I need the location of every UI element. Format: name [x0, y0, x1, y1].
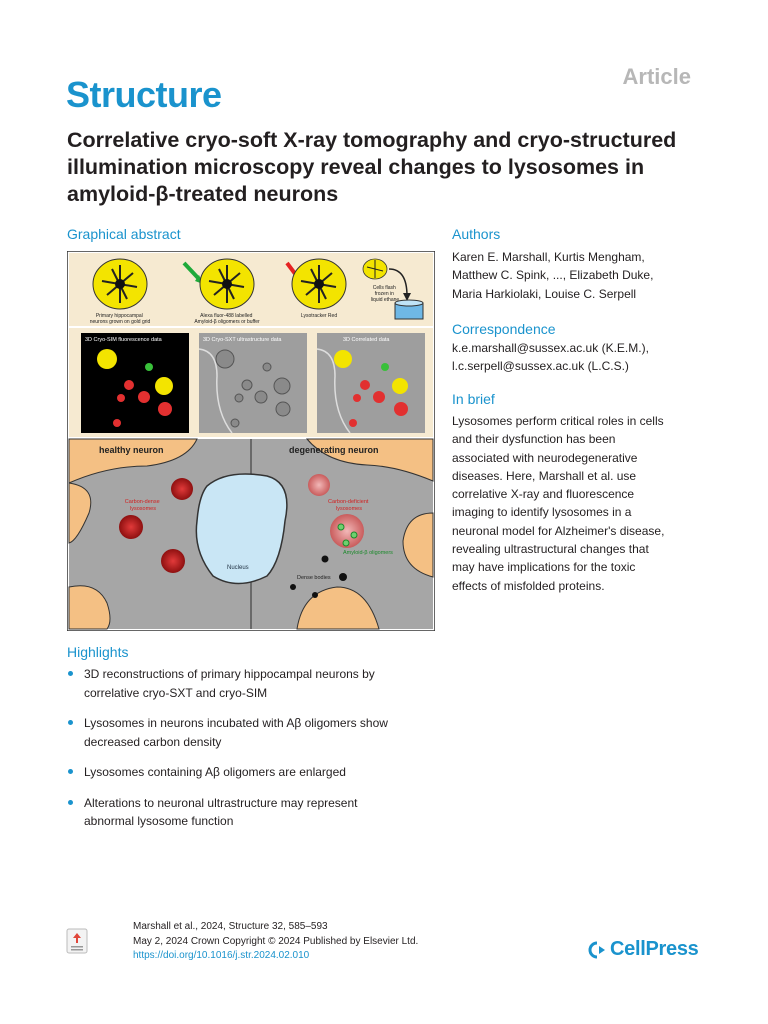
- pale-lysosome: [330, 514, 364, 548]
- healthy-neuron-label: healthy neuron: [99, 445, 164, 455]
- in-brief-text: Lysosomes perform critical roles in cell…: [452, 414, 665, 593]
- step2-label: Alexa fluor-488 labelled Amyloid-β oligo…: [194, 313, 260, 325]
- cellpress-logo-icon: [588, 941, 605, 959]
- flash-freeze-step: [362, 258, 424, 320]
- dense-lysosome: [171, 478, 193, 500]
- dense-bodies-label: Dense bodies: [297, 575, 331, 581]
- graphical-abstract-figure: Primary hippocampal neurons grown on gol…: [67, 251, 435, 631]
- correspondence-emails: k.e.marshall@sussex.ac.uk (K.E.M.), l.c.…: [452, 339, 649, 376]
- graphical-abstract-heading: Graphical abstract: [67, 226, 181, 242]
- highlight-item: 3D reconstructions of primary hippocampa…: [67, 665, 447, 702]
- dense-body: [290, 584, 296, 590]
- cryo-sim-panel: 3D Cryo-SIM fluorescence data: [81, 333, 189, 433]
- copyright-text: May 2, 2024 Crown Copyright © 2024 Publi…: [133, 935, 419, 947]
- highlight-item: Lysosomes in neurons incubated with Aβ o…: [67, 714, 447, 751]
- correlated-panel: 3D Correlated data: [316, 333, 425, 434]
- carbon-dense-label: Carbon-dense lysosomes: [125, 499, 161, 512]
- authors-list: Karen E. Marshall, Kurtis Mengham, Matth…: [452, 250, 654, 301]
- neuron-culture-step3: [291, 258, 347, 310]
- correspondence-heading: Correspondence: [452, 321, 556, 337]
- dense-body: [339, 573, 347, 581]
- neuron-culture-step2: [199, 258, 255, 310]
- dense-body: [312, 592, 318, 598]
- dense-lysosome: [119, 515, 143, 539]
- citation-footer: Marshall et al., 2024, Structure 32, 585…: [133, 920, 418, 964]
- dense-body: [321, 555, 329, 563]
- step1-label: Primary hippocampal neurons grown on gol…: [90, 313, 151, 325]
- highlight-item: Lysosomes containing Aβ oligomers are en…: [67, 763, 447, 782]
- citation-text: Marshall et al., 2024, Structure 32, 585…: [133, 921, 328, 932]
- svg-text:3D Correlated data: 3D Correlated data: [343, 337, 390, 343]
- journal-name: Structure: [66, 74, 222, 115]
- article-type-label: Article: [622, 64, 691, 89]
- degenerating-neuron-label: degenerating neuron: [289, 445, 379, 455]
- authors-heading: Authors: [452, 226, 501, 242]
- highlights-list: 3D reconstructions of primary hippocampa…: [67, 665, 447, 843]
- highlight-item: Alterations to neuronal ultrastructure m…: [67, 794, 447, 831]
- check-for-updates-icon[interactable]: [66, 928, 88, 954]
- step4-label: Cells flash frozen in liquid ethane: [371, 285, 400, 303]
- nucleus-shape: [195, 473, 288, 585]
- email-link[interactable]: l.c.serpell@sussex.ac.uk (L.C.S.): [452, 359, 629, 374]
- svg-text:3D Cryo-SIM fluorescence data: 3D Cryo-SIM fluorescence data: [85, 337, 163, 343]
- carbon-deficient-label: Carbon-deficient lysosomes: [328, 499, 370, 512]
- amyloid-oligomers-label: Amyloid-β oligomers: [343, 550, 393, 556]
- cryo-sxt-panel: 3D Cryo-SXT ultrastructure data: [198, 333, 307, 434]
- step3-label: Lysotracker Red: [301, 313, 337, 319]
- publisher-logo: CellPress: [610, 938, 699, 960]
- pale-lysosome: [308, 474, 330, 496]
- neuron-culture-step1: [92, 258, 148, 310]
- highlights-heading: Highlights: [67, 644, 129, 660]
- nucleus-label: Nucleus: [227, 565, 249, 571]
- dense-lysosome: [161, 549, 185, 573]
- svg-text:3D Cryo-SXT ultrastructure dat: 3D Cryo-SXT ultrastructure data: [203, 337, 282, 343]
- article-title: Correlative cryo-soft X-ray tomography a…: [67, 128, 677, 206]
- in-brief-heading: In brief: [452, 391, 495, 407]
- email-link[interactable]: k.e.marshall@sussex.ac.uk (K.E.M.),: [452, 341, 649, 355]
- doi-link[interactable]: https://doi.org/10.1016/j.str.2024.02.01…: [133, 950, 310, 961]
